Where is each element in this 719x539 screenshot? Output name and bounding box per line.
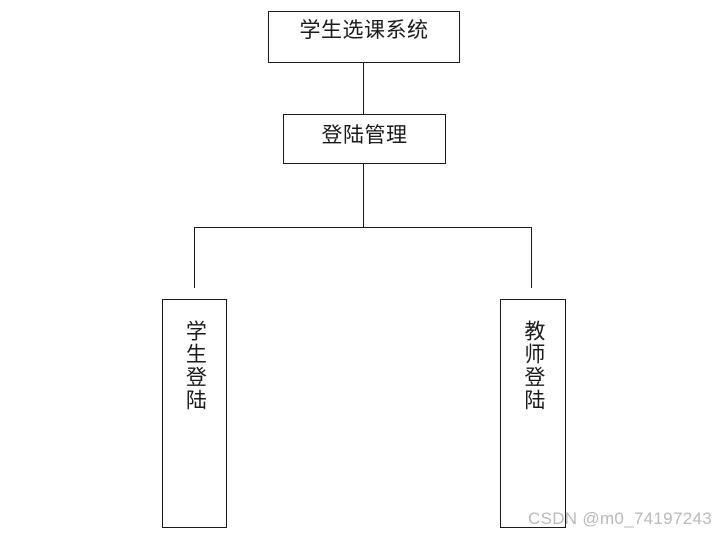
connector-login-to-bus [363,163,364,227]
node-login-management: 登陆管理 [283,114,446,164]
node-label: 学生登陆 [183,320,207,412]
csdn-watermark: CSDN @m0_74197243 [528,509,712,528]
connector-bus-to-student [194,227,195,288]
node-label: 教师登陆 [521,320,545,412]
node-label: 学生选课系统 [299,19,429,42]
node-teacher-login: 教师登陆 [500,299,566,528]
node-student-course-system: 学生选课系统 [268,11,460,63]
node-label: 登陆管理 [321,124,408,147]
connector-horizontal-bus [194,227,532,228]
connector-bus-to-teacher [531,227,532,288]
node-student-login: 学生登陆 [162,299,227,528]
connector-root-to-login [363,62,364,114]
